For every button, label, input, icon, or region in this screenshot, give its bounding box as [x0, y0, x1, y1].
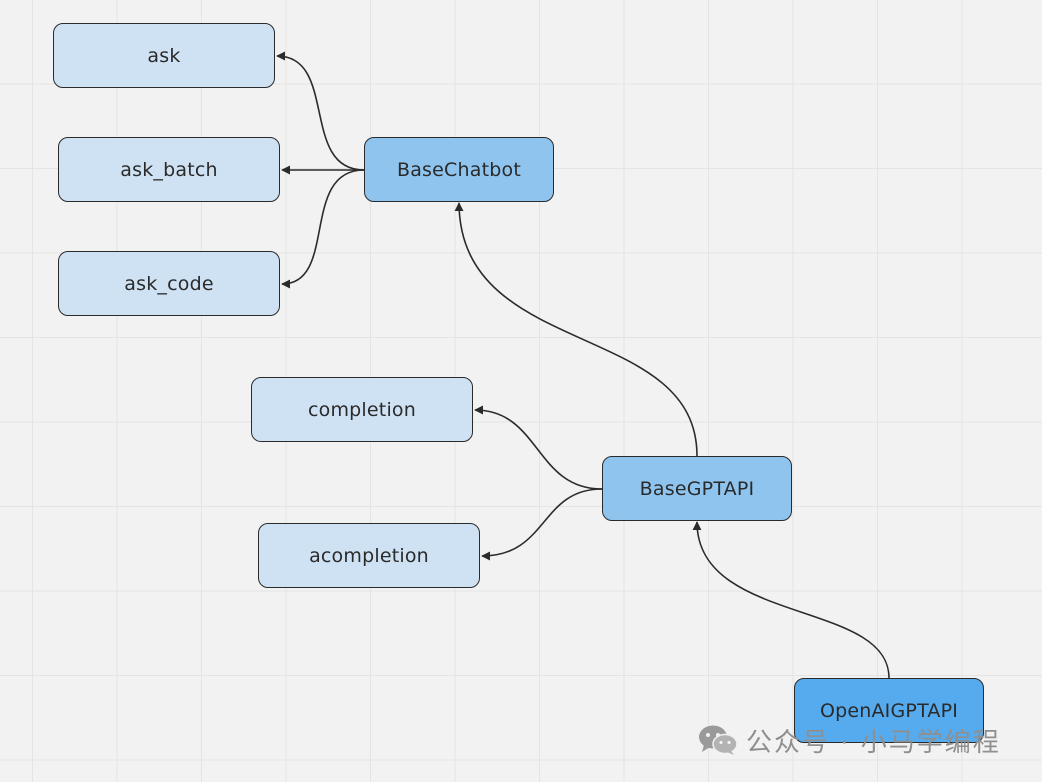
- node-base-gpt-api[interactable]: BaseGPTAPI: [602, 456, 792, 521]
- node-openai-gpt-api[interactable]: OpenAIGPTAPI: [794, 678, 984, 743]
- node-ask[interactable]: ask: [53, 23, 275, 88]
- edge-basegptapi-completion: [474, 405, 603, 490]
- node-acompletion[interactable]: acompletion: [258, 523, 480, 588]
- node-ask-code[interactable]: ask_code: [58, 251, 280, 316]
- edge-basegptapi-acompletion: [481, 488, 603, 561]
- watermark-text: 公众号 · 小马学编程: [746, 727, 1001, 758]
- watermark: 公众号 · 小马学编程: [698, 722, 1001, 758]
- edge-basechatbot-ask: [276, 51, 365, 171]
- edge-openaigptapi-basegptapi: [692, 521, 890, 679]
- node-ask-batch[interactable]: ask_batch: [58, 137, 280, 202]
- wechat-icon: [699, 725, 738, 755]
- edge-basechatbot-ask-code: [281, 169, 365, 289]
- node-base-chatbot[interactable]: BaseChatbot: [364, 137, 554, 202]
- node-completion[interactable]: completion: [251, 377, 473, 442]
- edge-basegptapi-basechatbot: [454, 202, 698, 457]
